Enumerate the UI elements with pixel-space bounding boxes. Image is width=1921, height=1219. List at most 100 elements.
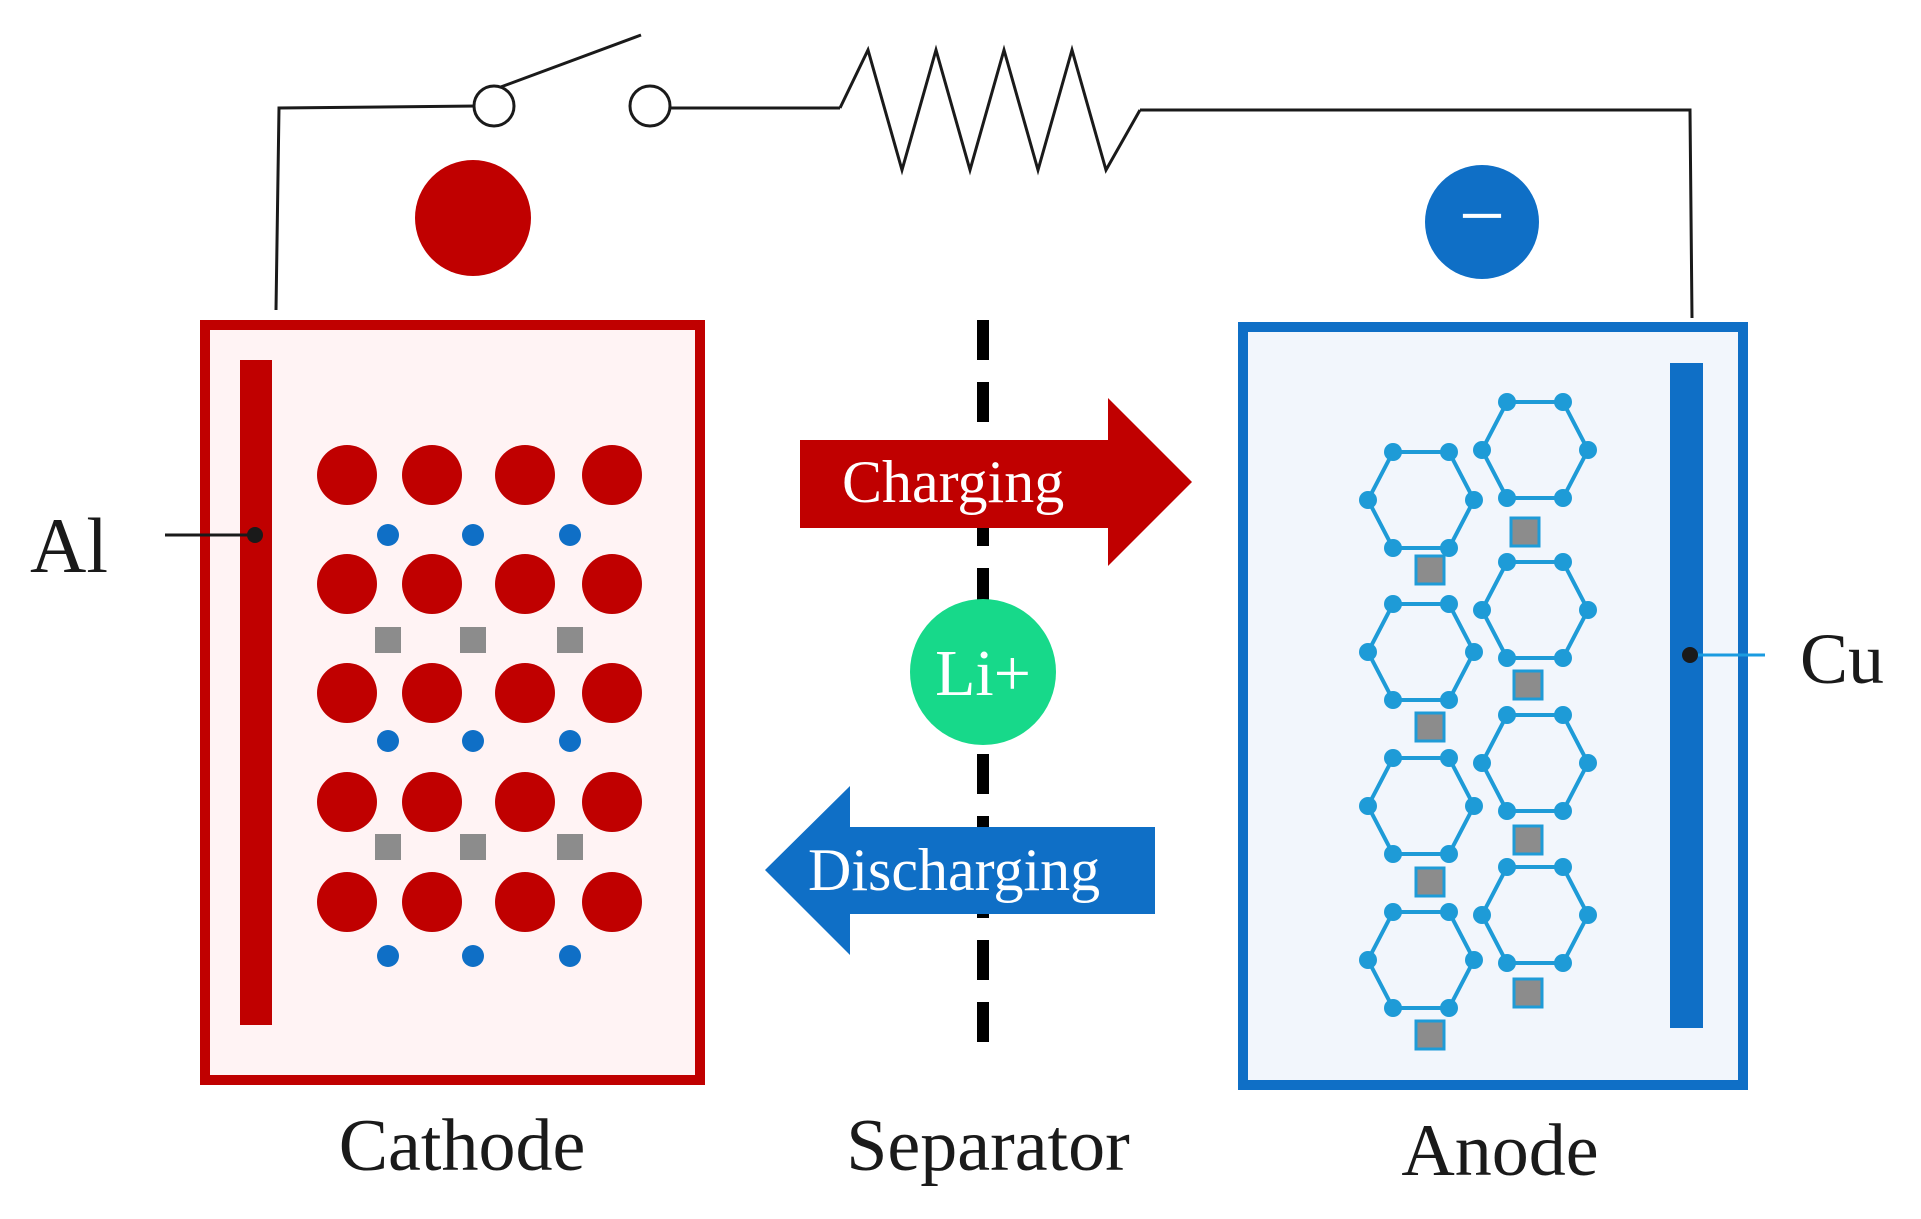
graphite-carbon-node — [1498, 802, 1516, 820]
cathode-metal-square — [557, 627, 583, 653]
intercalated-lithium-square — [1414, 866, 1446, 898]
graphite-carbon-node — [1554, 393, 1572, 411]
cathode-oxide-sphere — [317, 772, 377, 832]
charging-arrow: Charging — [800, 398, 1192, 566]
graphite-carbon-node — [1554, 489, 1572, 507]
graphite-carbon-node — [1465, 491, 1483, 509]
cathode-metal-square — [375, 834, 401, 860]
graphite-carbon-node — [1579, 601, 1597, 619]
al-label: Al — [30, 502, 108, 589]
cathode-oxide-sphere — [495, 445, 555, 505]
graphite-carbon-node — [1554, 553, 1572, 571]
separator-label: Separator — [846, 1105, 1130, 1187]
cathode-oxide-sphere — [582, 554, 642, 614]
graphite-carbon-node — [1440, 845, 1458, 863]
cathode-oxide-sphere — [317, 445, 377, 505]
resistor-icon — [838, 44, 1142, 176]
graphite-carbon-node — [1554, 954, 1572, 972]
graphite-carbon-node — [1554, 858, 1572, 876]
anode-electrode — [1238, 322, 1748, 1090]
cathode-oxide-sphere — [317, 663, 377, 723]
graphite-carbon-node — [1473, 441, 1491, 459]
cathode-oxide-sphere — [402, 554, 462, 614]
discharging-arrow: Discharging — [765, 786, 1155, 955]
graphite-carbon-node — [1359, 951, 1377, 969]
copper-current-collector — [1670, 363, 1703, 1028]
lithium-ion-icon: Li+ — [910, 599, 1056, 745]
cathode-lithium-dot — [559, 730, 581, 752]
cathode-oxide-sphere — [582, 772, 642, 832]
graphite-carbon-node — [1465, 643, 1483, 661]
graphite-carbon-node — [1384, 845, 1402, 863]
graphite-carbon-node — [1498, 706, 1516, 724]
cathode-oxide-sphere — [317, 554, 377, 614]
graphite-carbon-node — [1498, 553, 1516, 571]
cathode-metal-square — [375, 627, 401, 653]
anode-label: Anode — [1401, 1110, 1598, 1192]
graphite-carbon-node — [1440, 539, 1458, 557]
graphite-carbon-node — [1554, 649, 1572, 667]
anode-graphite-lattice — [1359, 393, 1597, 1051]
graphite-carbon-node — [1554, 802, 1572, 820]
graphite-carbon-node — [1465, 797, 1483, 815]
graphite-carbon-node — [1359, 797, 1377, 815]
graphite-carbon-node — [1384, 749, 1402, 767]
cathode-metal-square — [557, 834, 583, 860]
cathode-oxide-sphere — [317, 872, 377, 932]
graphite-carbon-node — [1465, 951, 1483, 969]
aluminum-current-collector — [240, 360, 272, 1025]
graphite-carbon-node — [1440, 443, 1458, 461]
graphite-carbon-node — [1473, 906, 1491, 924]
cathode-oxide-sphere — [582, 872, 642, 932]
graphite-carbon-node — [1440, 999, 1458, 1017]
switch-contact-left-icon — [472, 84, 516, 128]
cathode-oxide-sphere — [582, 663, 642, 723]
charging-arrow-shape — [800, 398, 1192, 566]
graphite-carbon-node — [1440, 691, 1458, 709]
cathode-lithium-dot — [462, 945, 484, 967]
cathode-lithium-dot — [559, 524, 581, 546]
graphite-carbon-node — [1440, 903, 1458, 921]
cathode-lattice — [317, 445, 642, 967]
intercalated-lithium-square — [1414, 1019, 1446, 1051]
graphite-carbon-node — [1579, 441, 1597, 459]
cathode-oxide-sphere — [495, 872, 555, 932]
graphite-carbon-node — [1498, 393, 1516, 411]
cathode-oxide-sphere — [582, 445, 642, 505]
graphite-carbon-node — [1579, 754, 1597, 772]
cu-label: Cu — [1800, 619, 1884, 699]
intercalated-lithium-square — [1414, 554, 1446, 586]
intercalated-lithium-square — [1414, 711, 1446, 743]
cathode-metal-square — [460, 627, 486, 653]
circuit-wire-left — [274, 104, 479, 311]
cathode-lithium-dot — [377, 730, 399, 752]
graphite-carbon-node — [1498, 954, 1516, 972]
cu-leader-dot — [1682, 647, 1698, 663]
cathode-metal-square — [460, 834, 486, 860]
graphite-carbon-node — [1384, 903, 1402, 921]
cathode-oxide-sphere — [495, 554, 555, 614]
graphite-carbon-node — [1554, 706, 1572, 724]
cathode-oxide-sphere — [402, 445, 462, 505]
li-ion-label: Li+ — [935, 637, 1031, 710]
negative-terminal-icon: − — [1425, 165, 1539, 279]
intercalated-lithium-square — [1512, 977, 1544, 1009]
positive-terminal-icon — [415, 160, 531, 276]
graphite-carbon-node — [1473, 601, 1491, 619]
graphite-carbon-node — [1440, 749, 1458, 767]
graphite-carbon-node — [1384, 595, 1402, 613]
switch-blade — [497, 33, 642, 90]
external-circuit — [274, 33, 1694, 319]
intercalated-lithium-square — [1512, 824, 1544, 856]
intercalated-lithium-square — [1512, 669, 1544, 701]
graphite-carbon-node — [1498, 489, 1516, 507]
intercalated-lithium-square — [1509, 516, 1541, 548]
graphite-carbon-node — [1384, 539, 1402, 557]
graphite-carbon-node — [1440, 595, 1458, 613]
cathode-lithium-dot — [462, 730, 484, 752]
cathode-lithium-dot — [462, 524, 484, 546]
graphite-carbon-node — [1359, 643, 1377, 661]
cathode-oxide-sphere — [402, 663, 462, 723]
al-leader-dot — [247, 527, 263, 543]
